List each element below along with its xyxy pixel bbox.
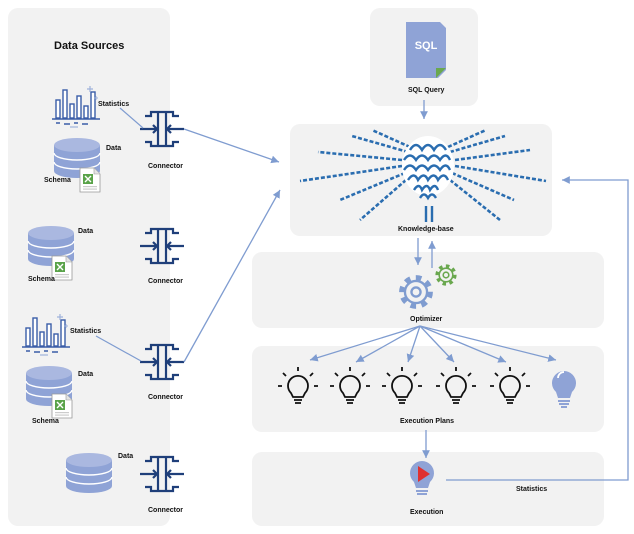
- brain-icon: [299, 128, 547, 222]
- data-label: Data: [78, 371, 94, 378]
- lightbulb-icon: [277, 366, 319, 404]
- lightbulb-icon: [329, 366, 371, 404]
- data-sources-panel: [8, 8, 170, 526]
- data-label: Data: [118, 453, 134, 460]
- execution-plans-label: Execution Plans: [400, 418, 455, 425]
- lightbulb-selected-icon: [552, 371, 577, 408]
- connector-label: Connector: [148, 278, 183, 285]
- gear-icon: [402, 278, 431, 307]
- lightbulb-icon: [381, 366, 423, 404]
- connector-label: Connector: [148, 163, 183, 170]
- statistics-icon: [21, 313, 71, 356]
- data-sources-title: Data Sources: [54, 40, 125, 52]
- lightbulb-icon: [489, 366, 531, 404]
- execution-label: Execution: [410, 509, 444, 516]
- schema-sheet-icon: [51, 255, 73, 281]
- gear-icon: [435, 264, 457, 286]
- statistics-icon: [51, 85, 101, 128]
- link-line: [95, 335, 142, 362]
- database-icon: [65, 452, 113, 494]
- schema-label: Schema: [32, 418, 59, 425]
- statistics-label: Statistics: [98, 101, 130, 108]
- link-line: [119, 107, 144, 129]
- schema-label: Schema: [44, 177, 71, 184]
- data-label: Data: [106, 145, 122, 152]
- data-label: Data: [78, 228, 94, 235]
- connector-icon: [138, 343, 186, 381]
- optimizer-label: Optimizer: [410, 316, 443, 323]
- connector-label: Connector: [148, 507, 183, 514]
- schema-sheet-icon: [79, 167, 101, 193]
- sql-icon-text: SQL: [415, 40, 438, 52]
- sql-file-icon: [406, 22, 446, 78]
- feedback-arrow: [446, 176, 629, 481]
- arrow: [183, 128, 280, 164]
- knowledge-base-label: Knowledge-base: [398, 226, 454, 233]
- connector-label: Connector: [148, 394, 183, 401]
- connector-icon: [138, 227, 186, 265]
- feedback-statistics-label: Statistics: [516, 486, 548, 493]
- connector-icon: [138, 455, 186, 493]
- connector-icon: [138, 110, 186, 148]
- execution-play-icon: [410, 461, 434, 495]
- sql-query-label: SQL Query: [408, 87, 445, 94]
- lightbulb-icon: [435, 366, 477, 404]
- statistics-label: Statistics: [70, 328, 102, 335]
- schema-label: Schema: [28, 276, 55, 283]
- arrow: [183, 189, 281, 363]
- plan-arrows: [309, 325, 557, 363]
- schema-sheet-icon: [51, 393, 73, 419]
